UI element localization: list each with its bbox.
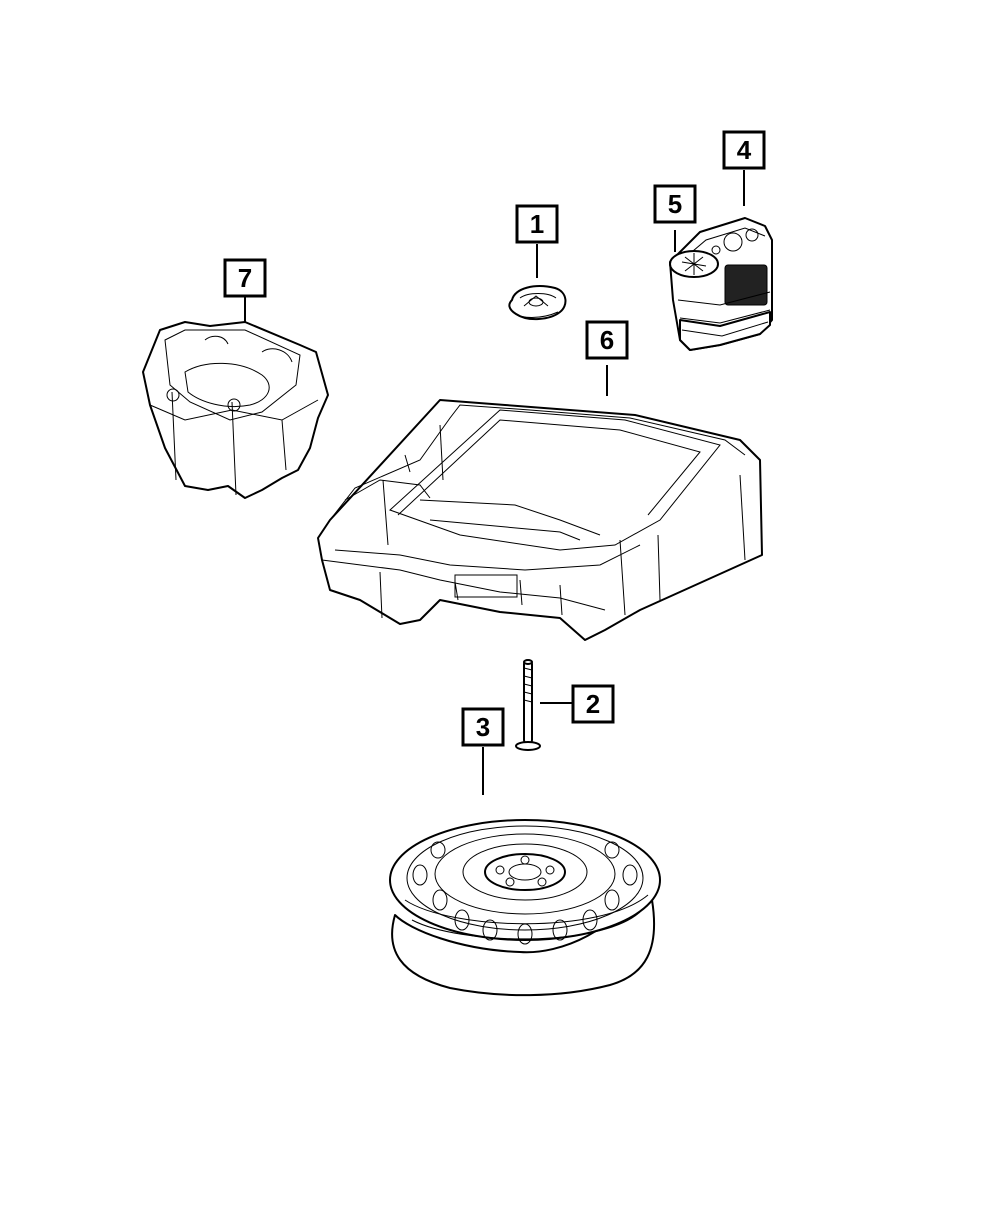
storage-tray-icon	[317, 399, 763, 641]
callout-3: 3	[461, 707, 505, 747]
callout-7: 7	[223, 258, 267, 298]
foam-organizer-icon	[142, 321, 329, 499]
callout-4: 4	[722, 130, 766, 170]
air-compressor-icon	[669, 217, 773, 351]
callout-1: 1	[515, 204, 559, 244]
callout-6: 6	[585, 320, 629, 360]
spare-tire-icon	[389, 819, 661, 997]
callout-2: 2	[571, 684, 615, 724]
callout-5: 5	[653, 184, 697, 224]
callout-5-label: 5	[668, 189, 682, 219]
callout-7-label: 7	[238, 263, 252, 293]
callout-4-label: 4	[737, 135, 752, 165]
callout-1-label: 1	[530, 209, 544, 239]
callout-2-label: 2	[586, 689, 600, 719]
callout-6-label: 6	[600, 325, 614, 355]
plug-cap-icon	[508, 285, 567, 320]
callout-3-label: 3	[476, 712, 490, 742]
hold-down-bolt-icon	[515, 659, 541, 751]
